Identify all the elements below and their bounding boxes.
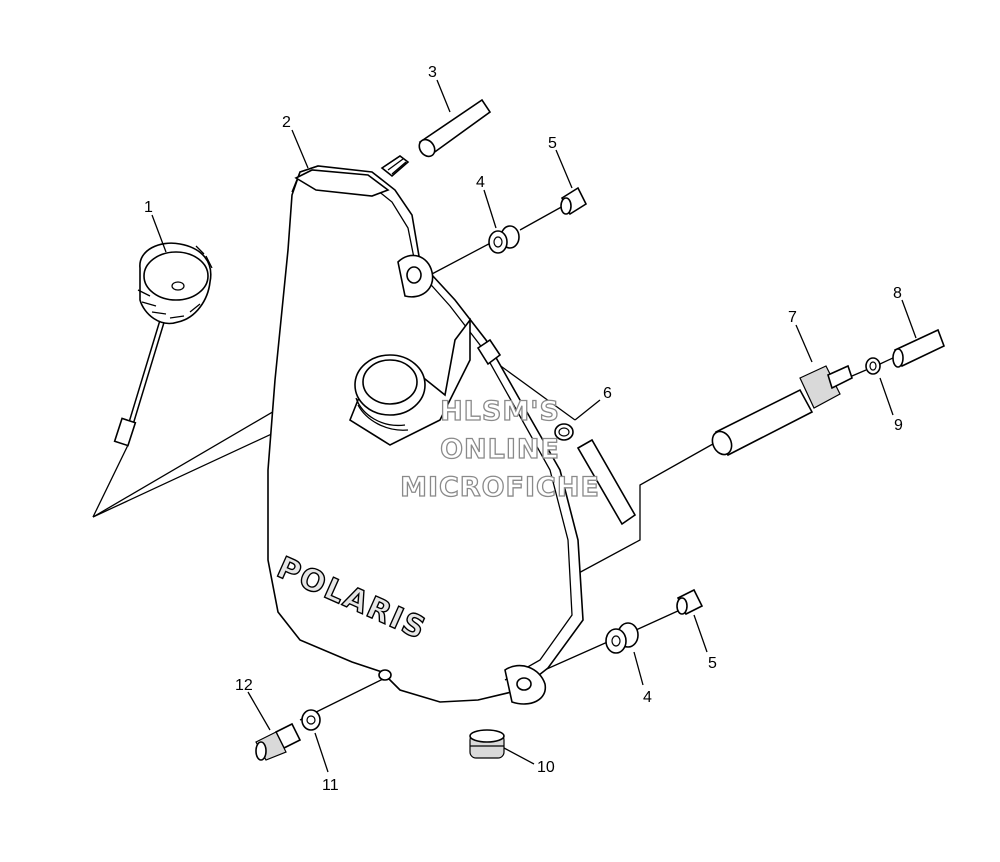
oil-hose — [892, 328, 946, 368]
callout-5-upper: 5 — [548, 135, 557, 152]
callout-2: 2 — [282, 114, 291, 131]
callout-4-lower: 4 — [643, 689, 652, 706]
watermark-line-1: HLSM'S — [440, 396, 560, 427]
callout-3: 3 — [428, 64, 437, 81]
drain-bolt — [255, 722, 302, 761]
grommet-upper — [488, 225, 520, 254]
callout-8: 8 — [893, 285, 902, 302]
grommet-lower — [605, 622, 639, 654]
watermark-line-2: ONLINE — [440, 434, 560, 465]
callout-6: 6 — [603, 385, 612, 402]
hose-clamp — [554, 423, 637, 526]
outlet-fitting — [711, 364, 853, 457]
callout-7: 7 — [788, 309, 797, 326]
callout-pointers — [151, 79, 917, 773]
callout-4-upper: 4 — [476, 174, 485, 191]
callout-1: 1 — [144, 199, 153, 216]
callout-12: 12 — [235, 677, 253, 694]
callout-5-lower: 5 — [708, 655, 717, 672]
sleeve-upper — [560, 186, 588, 216]
callout-10: 10 — [537, 759, 555, 776]
callout-labels: 1 2 3 4 5 6 7 8 9 4 5 10 11 12 — [144, 64, 903, 794]
callout-11: 11 — [322, 777, 339, 794]
watermark: HLSM'S ONLINE MICROFICHE — [399, 395, 600, 503]
watermark-line-3: MICROFICHE — [400, 472, 600, 503]
oil-tank: POLARIS — [267, 155, 584, 705]
rubber-grommet — [469, 729, 505, 759]
callout-9: 9 — [894, 417, 903, 434]
filler-cap-dipstick — [113, 242, 213, 447]
clamp-small — [865, 357, 881, 375]
drain-washer — [301, 709, 321, 731]
sleeve-lower — [676, 588, 704, 616]
vent-hose — [418, 98, 492, 158]
